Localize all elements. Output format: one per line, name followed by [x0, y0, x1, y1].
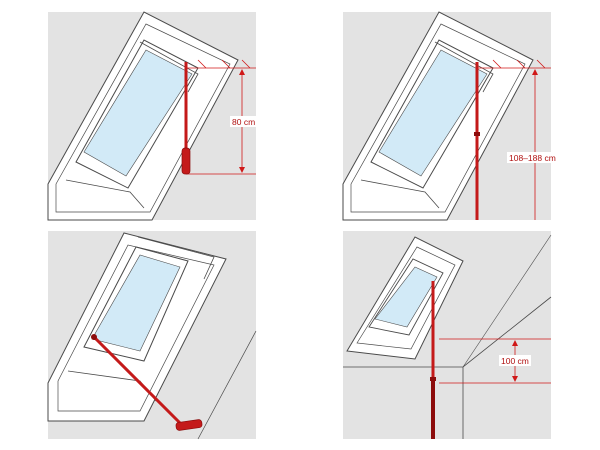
roof-window: [342, 11, 534, 221]
panel-telescopic-rod: 108–188 cm: [342, 11, 556, 221]
roof-slope-edge: [462, 234, 552, 368]
window-lining: [350, 23, 526, 213]
illustration-telescopic-rod: 108–188 cm: [342, 11, 556, 221]
dim-arrowhead-up: [532, 69, 538, 75]
window-lining: [57, 244, 215, 412]
wall-corner-line: [197, 330, 257, 440]
dim-arrowhead-down: [512, 376, 518, 382]
window-glass: [91, 254, 181, 352]
window-top-rail: [139, 41, 199, 93]
dim-label-bg: [230, 116, 256, 127]
control-rod: [181, 62, 191, 175]
illustration-short-rod: 80 cm: [47, 11, 256, 221]
dim-label-bg: [507, 152, 551, 163]
dim-label-100: 100 cm: [501, 356, 529, 366]
room-corner: [343, 234, 552, 439]
dim-arrowhead-up: [512, 340, 518, 346]
control-rod-angled: [91, 334, 203, 431]
dim-ticks: [492, 59, 546, 69]
window-top-rail: [434, 41, 494, 93]
dim-arrowhead-up: [239, 69, 245, 75]
panel-short-rod: 80 cm: [47, 11, 256, 221]
rod-joint: [474, 132, 480, 136]
telescopic-rod: [474, 62, 480, 220]
window-sill-line: [65, 179, 145, 209]
roof-window: [346, 236, 464, 360]
window-lining: [356, 246, 456, 350]
window-glass: [374, 266, 438, 328]
rod-hook: [91, 334, 97, 340]
rod-handle: [181, 147, 191, 175]
panel-rod-100cm: 100 cm: [343, 231, 552, 439]
panel-rod-in-use: [47, 231, 257, 440]
dim-arrowhead-down: [239, 167, 245, 173]
dim-ticks: [197, 59, 251, 69]
roof-window: [47, 232, 227, 422]
rod-joint: [430, 377, 436, 381]
rod-handle: [175, 419, 203, 431]
dim-label-80: 80 cm: [232, 117, 255, 127]
window-sill-line: [360, 179, 440, 209]
window-glass: [378, 49, 488, 177]
telescopic-rod: [430, 281, 436, 439]
illustration-rod-in-use: [47, 231, 257, 440]
window-glass: [83, 49, 193, 177]
window-top-rail: [137, 236, 215, 280]
roof-window: [47, 11, 239, 221]
illustration-rod-100cm: 100 cm: [343, 231, 552, 439]
window-lining: [55, 23, 231, 213]
dim-label-108-188: 108–188 cm: [509, 153, 556, 163]
dim-label-bg: [499, 355, 531, 366]
